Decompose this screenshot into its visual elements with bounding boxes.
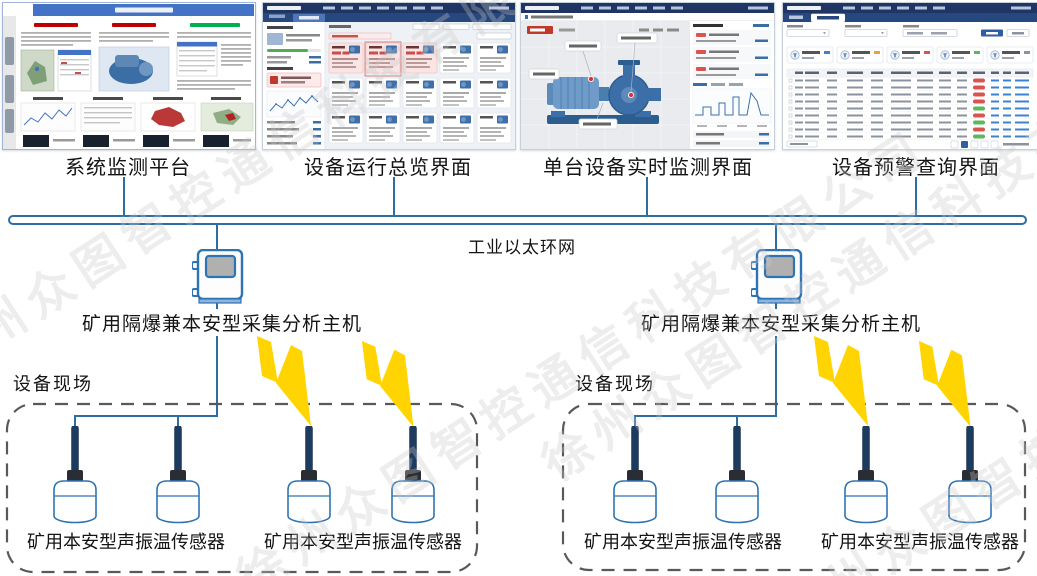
caption-device-overview: 设备运行总览界面 bbox=[304, 157, 472, 179]
wire-drop-site1-sensor1 bbox=[74, 415, 76, 428]
caption-alarm-query: 设备预警查询界面 bbox=[832, 157, 1000, 179]
screenshot-system-monitor bbox=[2, 2, 256, 150]
branch-line-site2 bbox=[634, 415, 777, 417]
site1-label: 设备现场 bbox=[13, 374, 93, 394]
site2-label: 设备现场 bbox=[575, 374, 655, 394]
wire-drop-site2-sensor2 bbox=[736, 415, 738, 428]
sensor-wired-2 bbox=[156, 426, 200, 524]
sensor-wireless-4 bbox=[948, 426, 992, 524]
host2-label: 矿用隔爆兼本安型采集分析主机 bbox=[629, 309, 933, 336]
sensor-group-label: 矿用本安型声振温传感器 bbox=[264, 532, 462, 552]
sensor-wired-1 bbox=[53, 426, 97, 524]
wireless-lightning-icon bbox=[361, 341, 414, 427]
connector-bus-host1 bbox=[216, 224, 218, 251]
sensor-wired-4 bbox=[715, 426, 759, 524]
wire-drop-site1-sensor2 bbox=[177, 415, 179, 428]
screenshot-device-overview bbox=[262, 2, 516, 150]
connector-screen4-bus bbox=[915, 177, 917, 216]
connector-host2-site bbox=[775, 303, 777, 417]
caption-system-monitor: 系统监测平台 bbox=[65, 157, 191, 179]
site2-boundary bbox=[561, 402, 1027, 572]
single-device-thumbnail-image bbox=[521, 3, 774, 149]
wireless-lightning-icon bbox=[918, 341, 971, 427]
connector-screen1-bus bbox=[123, 177, 125, 216]
wire-drop-site2-sensor1 bbox=[634, 415, 636, 428]
connector-host1-site bbox=[216, 303, 218, 417]
sensor-group-label: 矿用本安型声振温传感器 bbox=[584, 532, 782, 552]
branch-line-site1 bbox=[74, 415, 218, 417]
sensor-wireless-1 bbox=[287, 426, 331, 524]
connector-screen2-bus bbox=[393, 177, 395, 216]
sensor-group-label: 矿用本安型声振温传感器 bbox=[27, 532, 225, 552]
ethernet-ring-label: 工业以太环网 bbox=[468, 238, 576, 257]
sensor-group-label: 矿用本安型声振温传感器 bbox=[821, 532, 1019, 552]
ethernet-ring-bus bbox=[8, 215, 1027, 225]
collection-host-device-2 bbox=[751, 249, 803, 304]
device-overview-thumbnail-image bbox=[263, 3, 515, 149]
sensor-wireless-2 bbox=[391, 426, 435, 524]
app-navbar bbox=[783, 3, 1037, 13]
app-navbar bbox=[521, 3, 774, 13]
site1-boundary bbox=[5, 402, 479, 574]
collection-host-device-1 bbox=[192, 249, 244, 304]
alarm-query-thumbnail-image bbox=[783, 3, 1037, 149]
sensor-wireless-3 bbox=[844, 426, 888, 524]
system-monitor-thumbnail-image bbox=[3, 3, 255, 149]
caption-single-device: 单台设备实时监测界面 bbox=[543, 157, 753, 179]
host1-label: 矿用隔爆兼本安型采集分析主机 bbox=[70, 309, 374, 336]
connector-bus-host2 bbox=[775, 224, 777, 251]
screenshot-alarm-query bbox=[782, 2, 1037, 150]
wireless-lightning-icon bbox=[814, 336, 868, 426]
screenshot-single-device-realtime bbox=[520, 2, 775, 150]
sensor-wired-3 bbox=[613, 426, 657, 524]
wireless-lightning-icon bbox=[257, 336, 311, 426]
connector-screen3-bus bbox=[646, 177, 648, 216]
